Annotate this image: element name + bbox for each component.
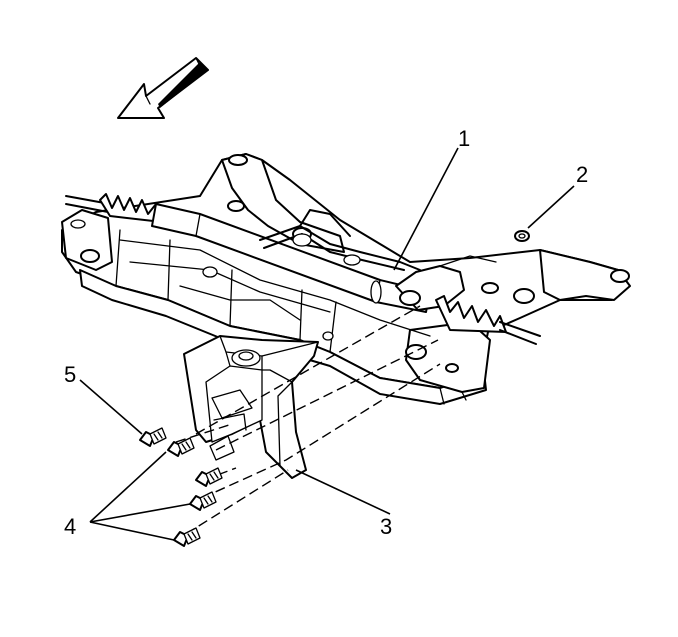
nut-icon (514, 230, 530, 242)
leader-lines (79, 147, 575, 541)
bolt-4c-icon (189, 491, 217, 511)
alignment-lines (175, 305, 441, 535)
bolt-4b-icon (195, 467, 223, 487)
callout-1: 1 (458, 126, 470, 151)
bolt-5-icon (139, 427, 167, 447)
rack-mounting-bracket (183, 335, 319, 479)
bolt-4d-icon (173, 527, 201, 547)
front-direction-arrow-icon (117, 57, 209, 119)
callout-5: 5 (64, 362, 76, 387)
steering-gear (65, 193, 541, 345)
callout-2: 2 (576, 162, 588, 187)
callout-3: 3 (380, 514, 392, 539)
callout-4: 4 (64, 514, 76, 539)
bolt-4a-icon (167, 437, 195, 457)
